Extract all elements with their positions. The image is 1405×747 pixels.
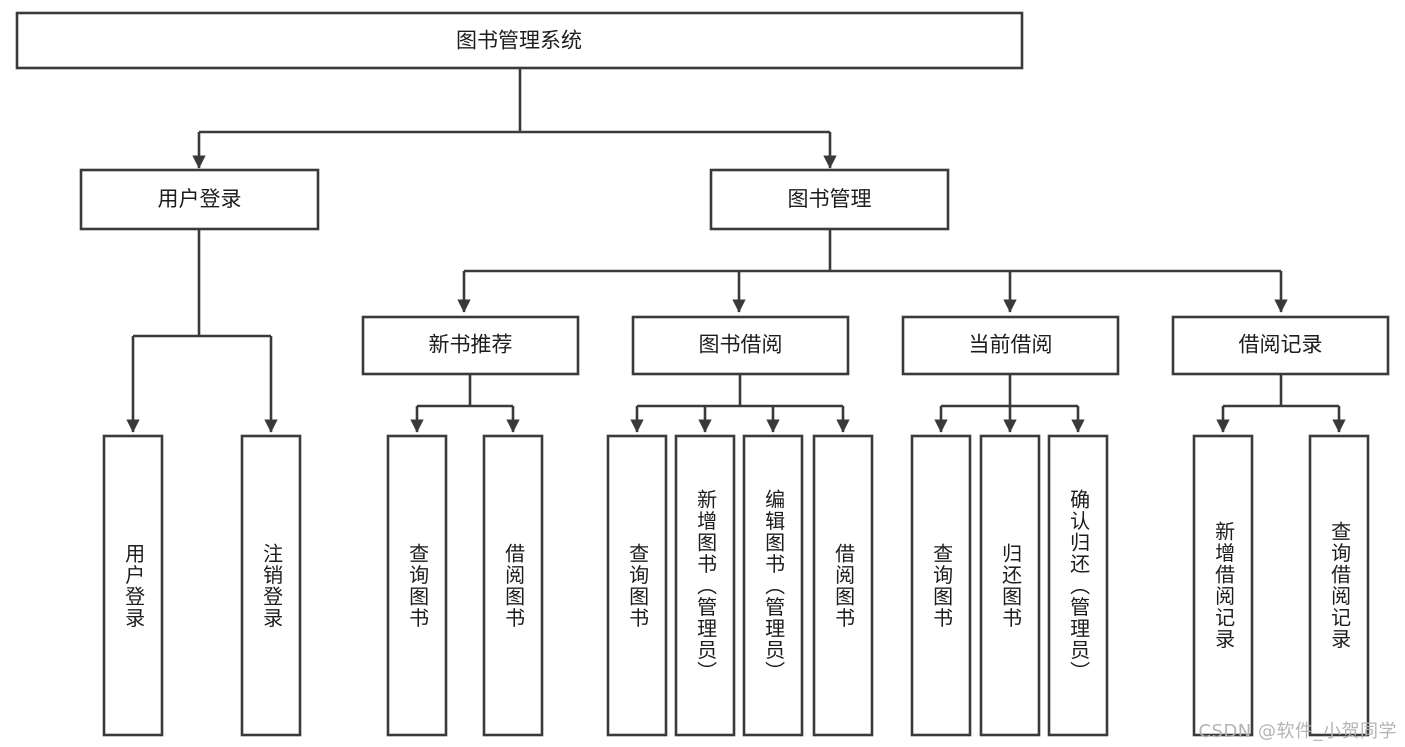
node-new-book-recommend-label: 新书推荐	[429, 333, 513, 357]
leaf-box-book-borrow-1[interactable]	[606, 434, 668, 737]
node-current-borrow-label: 当前借阅	[969, 333, 1053, 357]
leaf-box-layer	[102, 434, 1370, 737]
node-new-book-recommend-box[interactable]	[361, 315, 580, 376]
node-user-login-box[interactable]	[79, 168, 320, 231]
leaf-box-book-borrow-3[interactable]	[742, 434, 804, 737]
node-book-borrow[interactable]: 图书借阅	[631, 315, 850, 376]
node-user-login[interactable]: 用户登录	[79, 168, 320, 231]
node-book-management[interactable]: 图书管理	[709, 168, 950, 231]
node-book-borrow-box[interactable]	[631, 315, 850, 376]
leaf-box-new-book-2[interactable]	[482, 434, 544, 737]
leaf-box-user-login-1[interactable]	[102, 434, 164, 737]
node-current-borrow[interactable]: 当前借阅	[901, 315, 1120, 376]
leaf-box-borrow-records-2[interactable]	[1308, 434, 1370, 737]
node-user-login-label: 用户登录	[158, 187, 242, 211]
leaf-box-current-borrow-3[interactable]	[1047, 434, 1109, 737]
node-book-borrow-label: 图书借阅	[699, 333, 783, 357]
connector-layer	[126, 68, 1346, 433]
node-root-label: 图书管理系统	[456, 29, 582, 53]
node-borrow-records-box[interactable]	[1171, 315, 1390, 376]
node-book-management-label: 图书管理	[788, 187, 872, 211]
leaf-box-current-borrow-2[interactable]	[979, 434, 1041, 737]
leaf-box-book-borrow-2[interactable]	[674, 434, 736, 737]
node-root[interactable]: 图书管理系统	[15, 11, 1024, 70]
node-borrow-records-label: 借阅记录	[1239, 333, 1323, 357]
csdn-watermark: CSDN @软件_小贺同学	[1198, 721, 1397, 742]
leaf-box-current-borrow-1[interactable]	[910, 434, 972, 737]
node-new-book-recommend[interactable]: 新书推荐	[361, 315, 580, 376]
leaf-box-borrow-records-1[interactable]	[1192, 434, 1254, 737]
node-root-box[interactable]	[15, 11, 1024, 70]
leaf-box-new-book-1[interactable]	[386, 434, 448, 737]
leaf-box-user-login-2[interactable]	[240, 434, 302, 737]
leaf-box-book-borrow-4[interactable]	[812, 434, 874, 737]
node-current-borrow-box[interactable]	[901, 315, 1120, 376]
node-book-management-box[interactable]	[709, 168, 950, 231]
node-borrow-records[interactable]: 借阅记录	[1171, 315, 1390, 376]
